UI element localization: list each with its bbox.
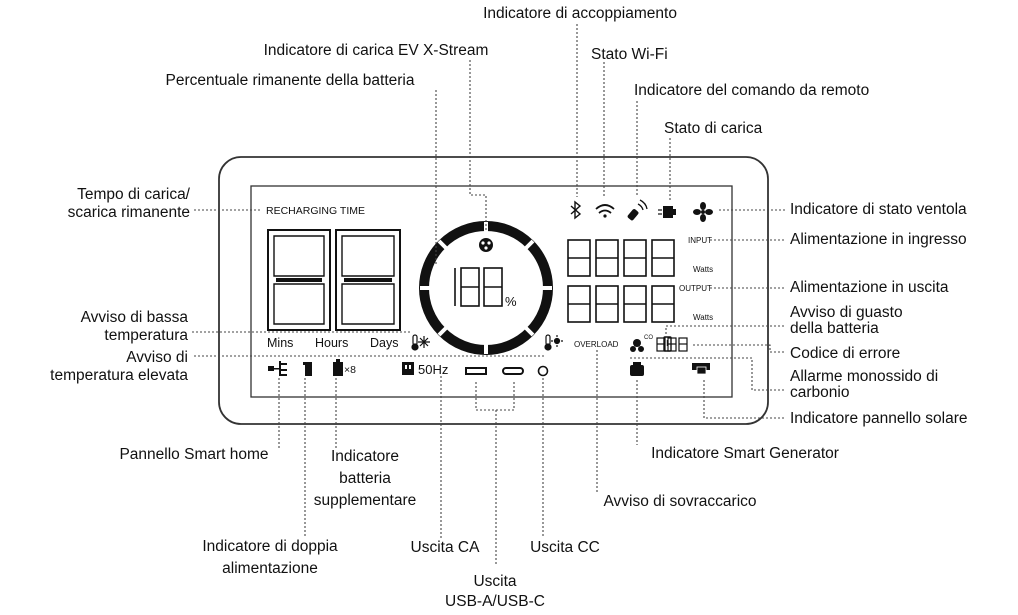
extra-battery-count: ×8 bbox=[344, 364, 356, 376]
co-label: CO bbox=[644, 335, 653, 341]
solar-label: Indicatore pannello solare bbox=[790, 410, 968, 427]
battery-fault-icon bbox=[663, 336, 672, 352]
co-alarm-icon bbox=[630, 339, 644, 352]
input-label: INPUT bbox=[688, 236, 712, 245]
dc-port-icon bbox=[537, 365, 549, 377]
percent-sign: % bbox=[505, 294, 517, 309]
dc-out-label: Uscita CC bbox=[530, 539, 600, 556]
frequency-label: 50Hz bbox=[418, 362, 449, 377]
smart-home-icon bbox=[268, 361, 287, 376]
remote-control-icon bbox=[627, 199, 648, 221]
battery-ring bbox=[419, 221, 553, 355]
fan-label: Indicatore di stato ventola bbox=[790, 201, 967, 218]
usb-out-label: Uscita USB-A/USB-C bbox=[445, 573, 545, 610]
battery-fault-label: Avviso di guasto della batteria bbox=[790, 304, 903, 337]
recharging-time-label: RECHARGING TIME bbox=[266, 205, 365, 217]
usb-c-icon bbox=[502, 367, 524, 375]
time-digits bbox=[267, 229, 401, 331]
ev-xstream-icon bbox=[479, 238, 493, 252]
wifi-label: Stato Wi-Fi bbox=[591, 46, 668, 63]
mins-label: Mins bbox=[267, 336, 294, 350]
overload-warning-label: Avviso di sovraccarico bbox=[603, 493, 757, 510]
extra-battery-label: Indicatore batteria supplementare bbox=[313, 448, 417, 509]
fan-icon bbox=[693, 202, 713, 222]
output-power-label: Alimentazione in uscita bbox=[790, 279, 949, 296]
input-digits bbox=[567, 239, 675, 277]
dual-power-icon bbox=[303, 362, 312, 376]
charge-state-label: Stato di carica bbox=[664, 120, 763, 137]
charge-state-icon bbox=[658, 206, 676, 218]
device-frame bbox=[218, 156, 769, 425]
low-temp-label: Avviso di bassa temperatura bbox=[80, 309, 188, 344]
smart-generator-label: Indicatore Smart Generator bbox=[651, 445, 839, 462]
high-temperature-icon bbox=[544, 334, 563, 351]
input-power-label: Alimentazione in ingresso bbox=[790, 231, 967, 248]
smart-home-label: Pannello Smart home bbox=[119, 446, 269, 463]
high-temp-label: Avviso di temperatura elevata bbox=[50, 349, 188, 384]
bluetooth-icon bbox=[570, 200, 582, 220]
remote-label: Indicatore del comando da remoto bbox=[634, 82, 870, 99]
output-label: OUTPUT bbox=[679, 284, 712, 293]
watts-input-label: Watts bbox=[693, 265, 714, 274]
ev-xstream-label: Indicatore di carica EV X-Stream bbox=[263, 42, 489, 59]
battery-percent-digits bbox=[454, 267, 503, 307]
time-remaining-label: Tempo di carica/ scarica rimanente bbox=[67, 186, 190, 221]
pairing-label: Indicatore di accoppiamento bbox=[483, 5, 677, 22]
leader-lines bbox=[192, 24, 786, 566]
ac-out-label: Uscita CA bbox=[410, 539, 480, 556]
error-code-digits bbox=[656, 337, 688, 352]
wifi-icon bbox=[595, 204, 615, 214]
overload-label: OVERLOAD bbox=[574, 340, 619, 349]
ac-socket-icon bbox=[402, 362, 414, 375]
dual-power-label: Indicatore di doppia alimentazione bbox=[202, 538, 338, 577]
extra-battery-icon bbox=[333, 359, 343, 376]
battery-percent-label: Percentuale rimanente della batteria bbox=[165, 72, 415, 89]
output-digits bbox=[567, 285, 675, 323]
co-alarm-label: Allarme monossido di carbonio bbox=[790, 368, 939, 401]
smart-generator-icon bbox=[630, 362, 644, 376]
low-temperature-icon bbox=[411, 334, 430, 351]
watts-output-label: Watts bbox=[693, 313, 714, 322]
lcd-panel bbox=[250, 185, 733, 398]
solar-panel-icon bbox=[692, 363, 710, 375]
usb-a-icon bbox=[465, 367, 487, 375]
hours-label: Hours bbox=[315, 336, 349, 350]
error-code-label: Codice di errore bbox=[790, 345, 901, 362]
days-label: Days bbox=[370, 336, 399, 350]
